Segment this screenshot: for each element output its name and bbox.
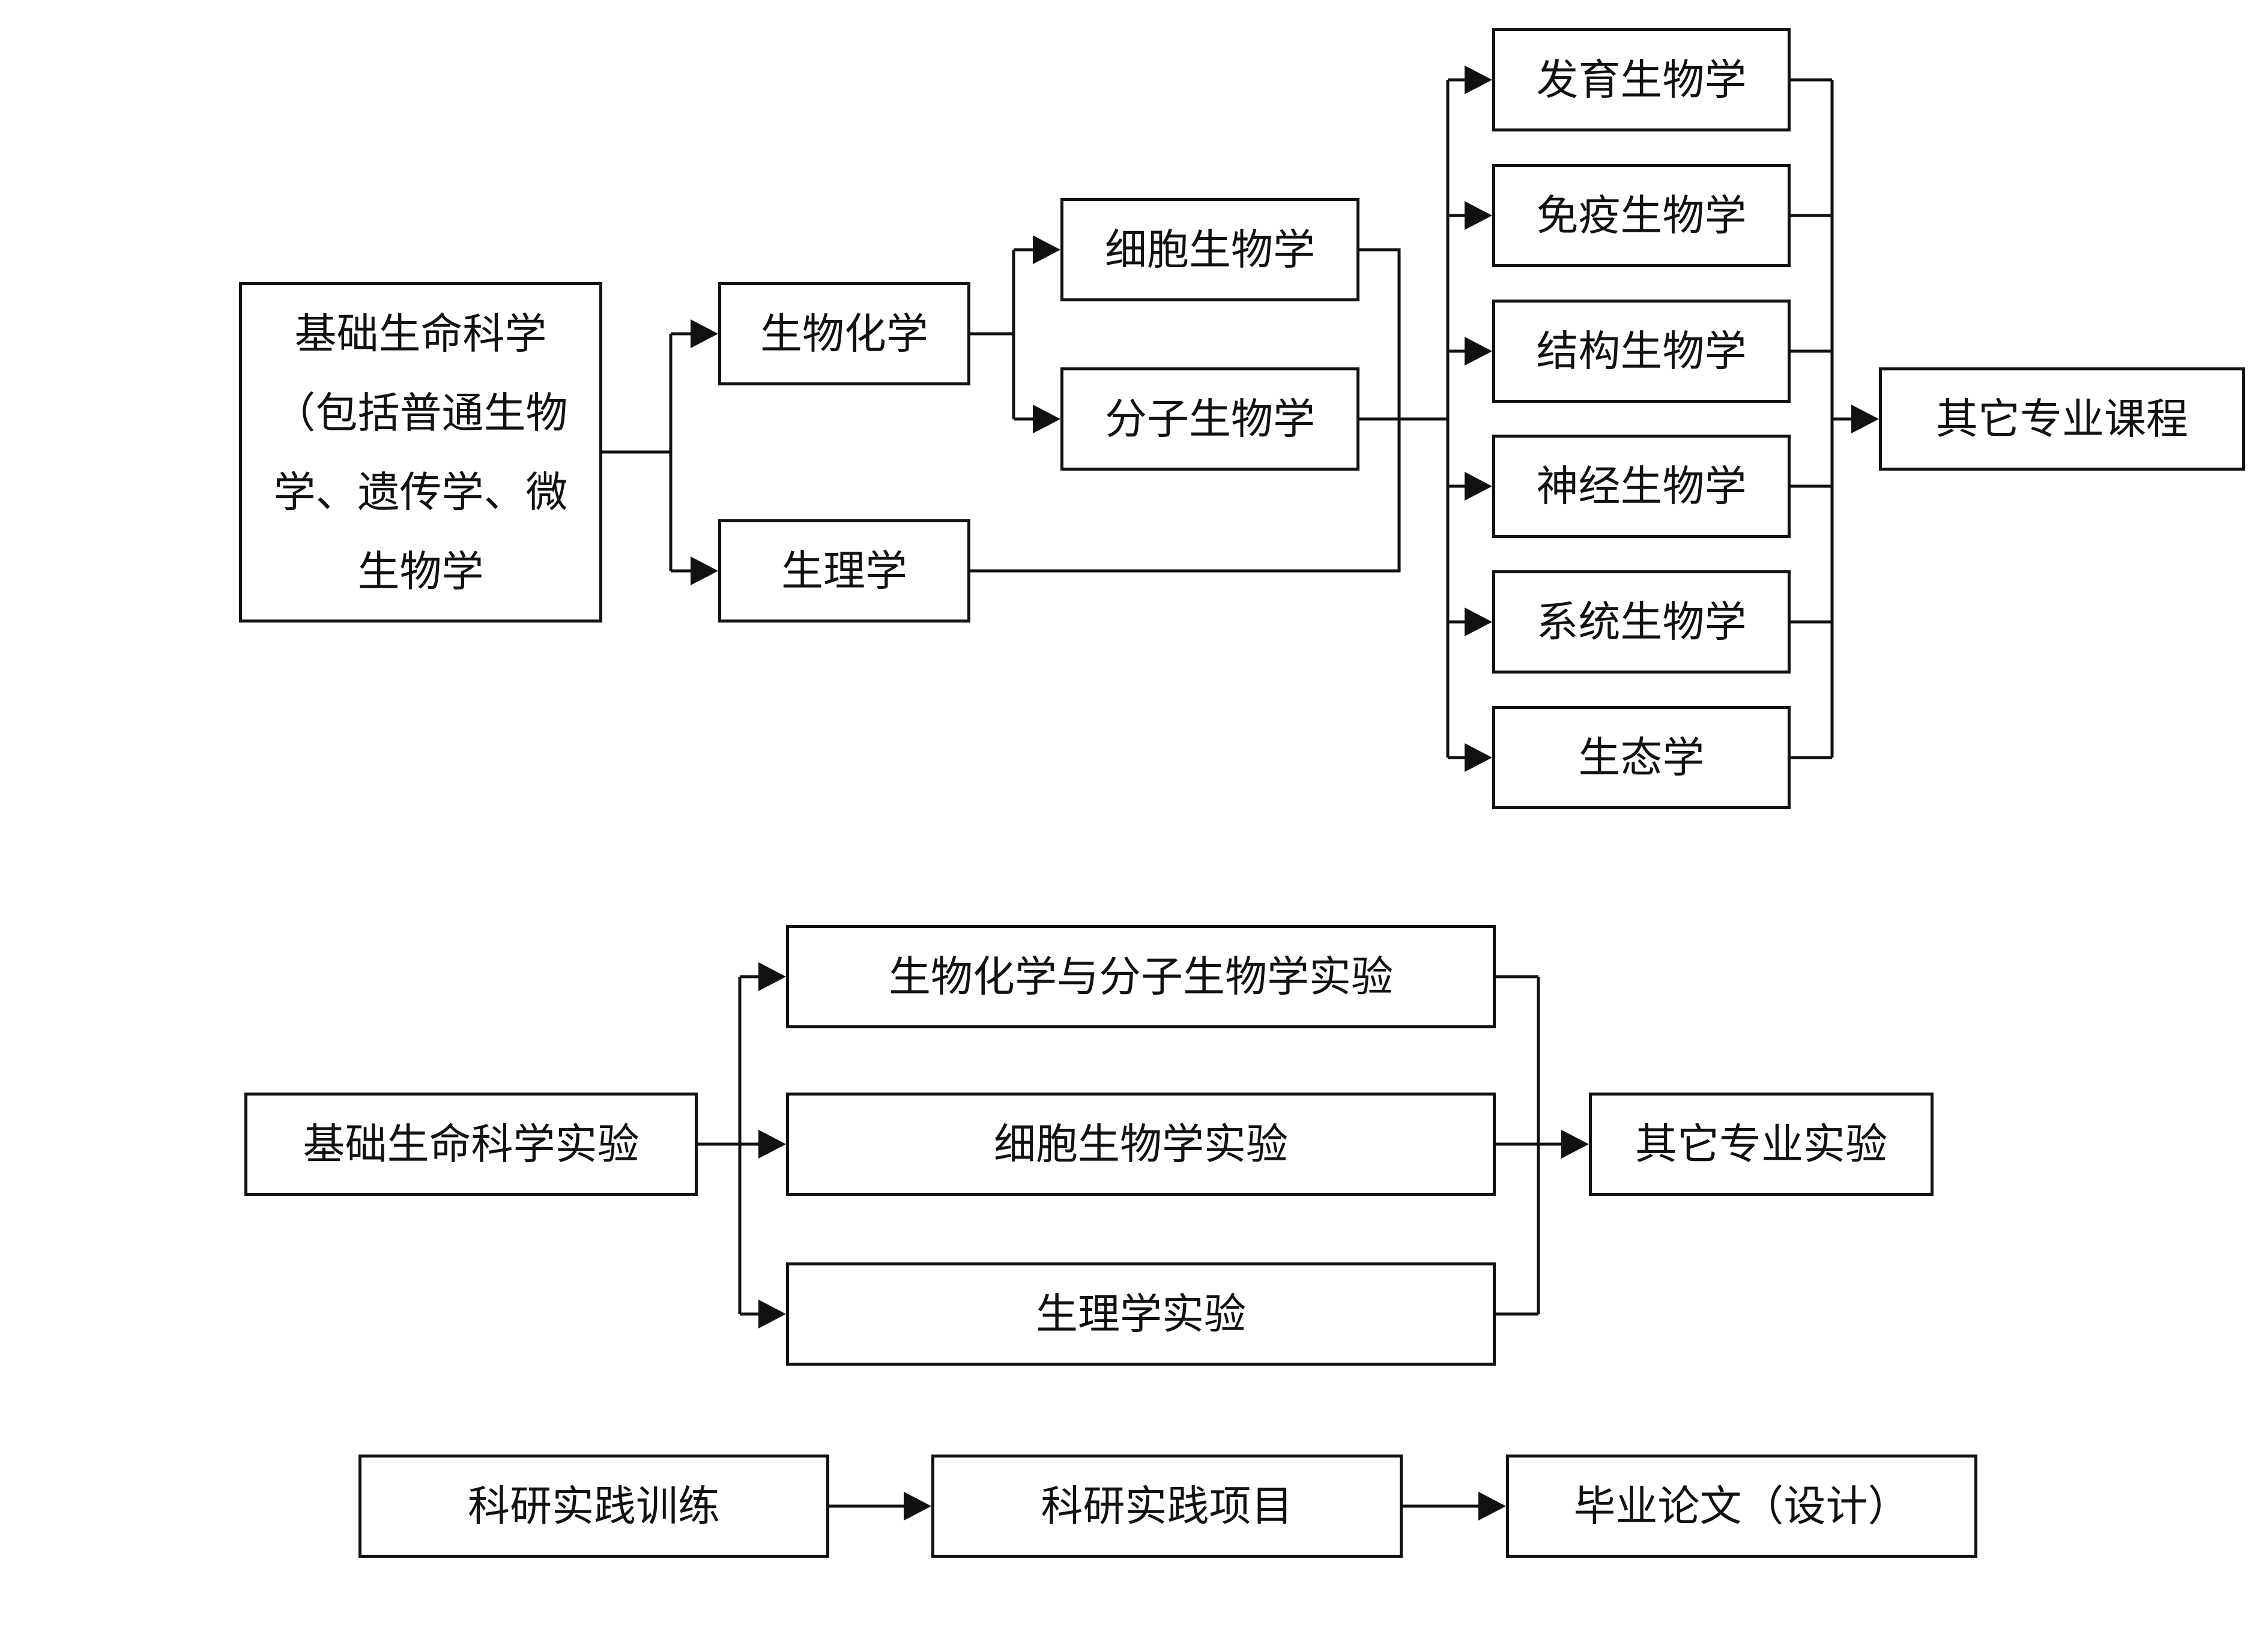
arrow-to-specialty-3-arrowhead bbox=[1465, 472, 1492, 501]
arrow-to-other-courses-arrowhead bbox=[1851, 405, 1879, 433]
arrow-to-biochemistry-arrowhead bbox=[691, 319, 718, 348]
research-step-thesis: 毕业论文（设计） bbox=[1506, 1455, 1977, 1558]
research-step-training: 科研实践训练 bbox=[358, 1455, 829, 1558]
specialty-box-systems: 系统生物学 bbox=[1492, 570, 1791, 674]
arrow-to-physiology-arrowhead bbox=[691, 556, 718, 585]
arrow-to-other-labs-arrowhead bbox=[1561, 1130, 1589, 1159]
connector-lines bbox=[602, 65, 1879, 1521]
foundation-life-science-box: 基础生命科学（包括普通生物学、遗传学、微生物学 bbox=[239, 282, 602, 623]
other-labs-box: 其它专业实验 bbox=[1589, 1093, 1934, 1196]
lab-box-cell-biology: 细胞生物学实验 bbox=[786, 1093, 1496, 1196]
biochemistry-box: 生物化学 bbox=[718, 282, 970, 385]
specialty-box-structural: 结构生物学 bbox=[1492, 300, 1791, 403]
wire-cell-physiology-merge bbox=[970, 248, 1401, 573]
lab-box-physiology: 生理学实验 bbox=[786, 1262, 1496, 1366]
cell-biology-box: 细胞生物学 bbox=[1060, 198, 1359, 301]
arrow-to-specialty-5-arrowhead bbox=[1465, 743, 1492, 772]
other-courses-box: 其它专业课程 bbox=[1879, 367, 2245, 471]
arrow-to-lab-physiology-arrowhead bbox=[758, 1300, 786, 1328]
research-step-project: 科研实践项目 bbox=[931, 1455, 1403, 1558]
molecular-biology-box: 分子生物学 bbox=[1060, 367, 1359, 471]
arrow-to-lab-cell-arrowhead bbox=[758, 1130, 786, 1159]
specialty-box-developmental: 发育生物学 bbox=[1492, 28, 1791, 131]
arrow-project-to-thesis-arrowhead bbox=[1478, 1492, 1506, 1521]
arrow-to-molecular-biology-arrowhead bbox=[1033, 405, 1060, 433]
arrow-to-specialty-4-arrowhead bbox=[1465, 607, 1492, 636]
specialty-box-immunology: 免疫生物学 bbox=[1492, 164, 1791, 267]
physiology-box: 生理学 bbox=[718, 519, 970, 623]
specialty-box-neuro: 神经生物学 bbox=[1492, 435, 1791, 538]
arrow-to-cell-biology-arrowhead bbox=[1033, 235, 1060, 264]
arrow-to-specialty-2-arrowhead bbox=[1465, 337, 1492, 366]
arrow-to-lab-biochem-arrowhead bbox=[758, 962, 786, 991]
lab-box-biochem-molecular: 生物化学与分子生物学实验 bbox=[786, 925, 1496, 1028]
arrow-to-specialty-0-arrowhead bbox=[1465, 65, 1492, 94]
arrow-training-to-project-arrowhead bbox=[904, 1492, 931, 1521]
arrow-to-specialty-1-arrowhead bbox=[1465, 201, 1492, 230]
specialty-box-ecology: 生态学 bbox=[1492, 706, 1791, 809]
foundation-lab-box: 基础生命科学实验 bbox=[244, 1093, 698, 1196]
